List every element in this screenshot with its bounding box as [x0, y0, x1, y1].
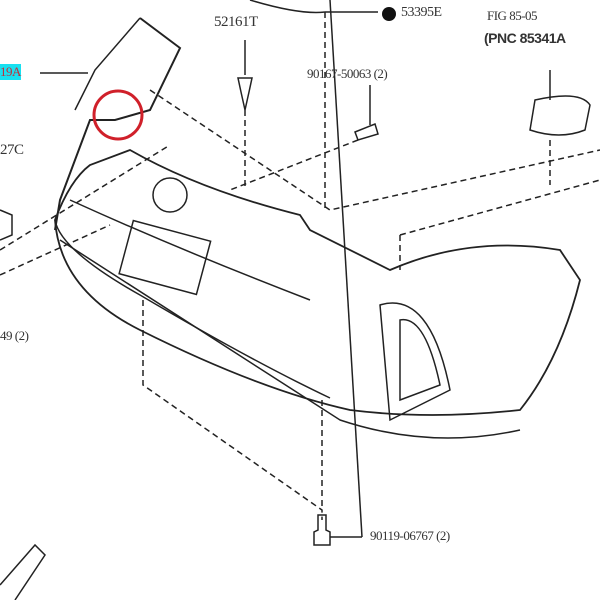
marker-circle [92, 89, 144, 141]
label-pnc-ref[interactable]: (PNC 85341A [484, 30, 566, 46]
dash-line [149, 89, 600, 211]
bumper-mid-line [69, 199, 311, 301]
label-53395e[interactable]: 53395E [401, 5, 442, 20]
label-fig-ref[interactable]: FIG 85-05 [487, 8, 538, 23]
dash-line [229, 139, 359, 191]
side-clip [0, 209, 13, 241]
dash-line [0, 144, 171, 251]
dash-line [142, 300, 323, 520]
label-52161t[interactable]: 52161T [214, 14, 258, 30]
fog-lamp-bezel [379, 302, 451, 422]
tow-hook-cover [152, 177, 188, 213]
bolt-icon [313, 514, 331, 546]
label-90167-50063[interactable]: 90167-50063 (2) [307, 66, 388, 81]
cover-cap [529, 95, 591, 136]
plate-area [118, 219, 212, 296]
screw-icon [354, 122, 379, 141]
fog-lamp-inner [399, 319, 441, 402]
dash-line [399, 140, 600, 270]
leader-90119 [329, 0, 363, 538]
side-bracket-edge [74, 17, 141, 111]
label-49[interactable]: 49 (2) [0, 328, 29, 343]
label-27c[interactable]: 27C [0, 142, 24, 158]
dash-line [0, 224, 111, 276]
side-part [0, 543, 46, 600]
label-19a[interactable]: 19A [0, 64, 21, 80]
bumper-bottom-line [59, 239, 521, 439]
bullet-icon [382, 7, 396, 21]
bumper-body [54, 149, 581, 416]
side-bracket [54, 17, 182, 231]
grille-edge [249, 0, 326, 14]
bumper-lower-line [54, 219, 331, 399]
label-90119-06767[interactable]: 90119-06767 (2) [370, 528, 450, 543]
clip-icon [237, 77, 253, 111]
